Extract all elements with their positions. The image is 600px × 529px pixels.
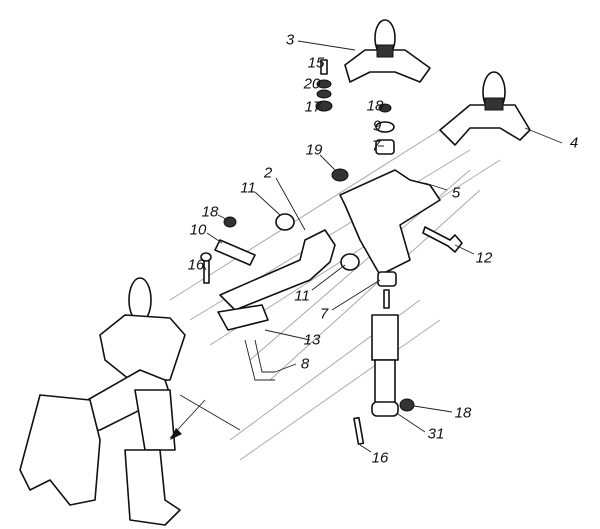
plate-10 [200,216,256,284]
callout-2: 2 [263,164,273,182]
bracket-5 [339,169,441,276]
plate-13 [217,304,275,381]
callout-20: 20 [303,75,321,93]
callout-10: 10 [189,221,207,239]
callout-11: 11 [294,287,310,305]
callout-18: 18 [201,203,219,221]
callout-13: 13 [303,331,321,349]
left-assembly [19,277,186,526]
bracket-3 [344,19,431,83]
callout-18: 18 [366,97,384,115]
callout-15: 15 [307,54,325,72]
callout-3: 3 [285,31,295,49]
direction-arrow [169,394,241,440]
callout-12: 12 [475,249,493,267]
callout-7: 7 [371,137,381,155]
callout-9: 9 [372,117,382,135]
callout-7: 7 [319,305,329,323]
guide-lines [169,129,501,461]
callout-11: 11 [240,179,256,197]
bolt-12 [422,226,463,253]
arm-2 [219,213,360,311]
bolt-washers [315,59,395,182]
callout-17: 17 [304,98,322,116]
callout-18: 18 [454,404,472,422]
callout-19: 19 [305,141,323,159]
callout-16: 16 [187,256,205,274]
bracket-4 [439,71,531,146]
shock-absorber-31 [353,271,415,445]
callout-16: 16 [371,449,389,467]
callout-31: 31 [427,425,445,443]
callout-4: 4 [569,134,579,152]
callout-8: 8 [300,355,310,373]
callout-5: 5 [451,184,461,202]
